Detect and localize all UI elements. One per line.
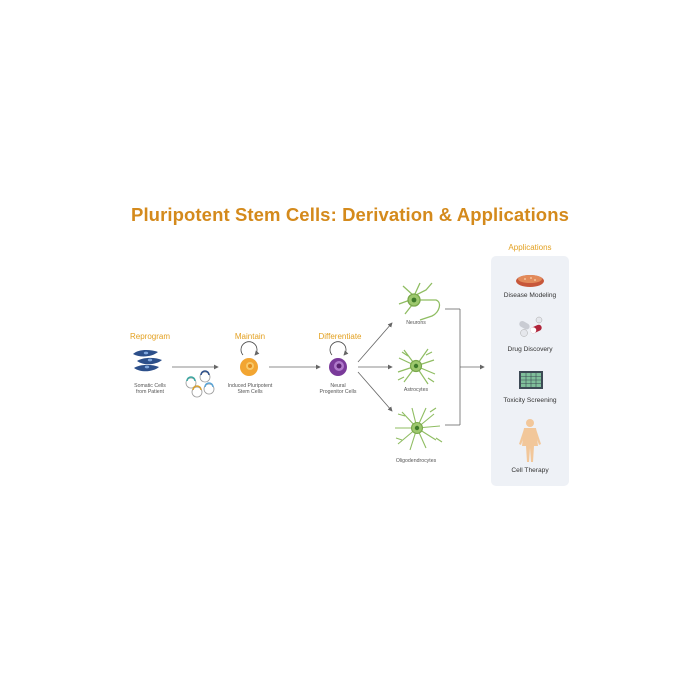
somatic-cells-icon (133, 349, 162, 372)
oligodendrocytes-caption: Oligodendrocytes (395, 458, 437, 464)
npc-caption-line1: Neural (330, 383, 346, 389)
multiwell-plate-icon (519, 371, 543, 389)
oligodendrocyte-icon (395, 407, 443, 451)
reprogramming-factors-icon (185, 370, 215, 398)
application-drug-discovery: Drug Discovery (507, 346, 553, 353)
neuron-icon (398, 282, 441, 321)
stage-maintain-label: Maintain (234, 332, 266, 341)
neurons-caption: Neurons (406, 320, 426, 326)
application-disease-modeling: Disease Modeling (503, 292, 557, 299)
arrow-to-oligodendrocytes (357, 371, 393, 412)
ipsc-icon (240, 341, 260, 376)
astrocytes-caption: Astrocytes (403, 387, 429, 393)
application-cell-therapy: Cell Therapy (511, 467, 549, 474)
somatic-caption-line1: Somatic Cells (134, 383, 166, 389)
stage-differentiate-label: Differentiate (318, 332, 362, 341)
npc-icon (329, 341, 349, 376)
applications-heading: Applications (508, 243, 552, 252)
somatic-cells-caption: Somatic Cells from Patient (118, 383, 182, 396)
stage-reprogram-label: Reprogram (129, 332, 170, 341)
pills-icon (519, 316, 543, 337)
npc-caption-line2: Progenitor Cells (319, 389, 357, 396)
somatic-caption-line2: from Patient (136, 389, 164, 396)
ipsc-caption: Induced Pluripotent Stem Cells (218, 383, 282, 396)
ipsc-caption-line1: Induced Pluripotent (227, 383, 273, 389)
ipsc-caption-line2: Stem Cells (237, 389, 263, 396)
npc-caption: Neural Progenitor Cells (306, 383, 370, 396)
petri-dish-icon (516, 275, 544, 287)
arrow-to-neurons (357, 322, 393, 363)
human-figure-icon (519, 419, 541, 462)
astrocyte-icon (397, 348, 436, 385)
application-toxicity-screening: Toxicity Screening (503, 397, 557, 404)
diagram-title: Pluripotent Stem Cells: Derivation & App… (131, 204, 569, 225)
